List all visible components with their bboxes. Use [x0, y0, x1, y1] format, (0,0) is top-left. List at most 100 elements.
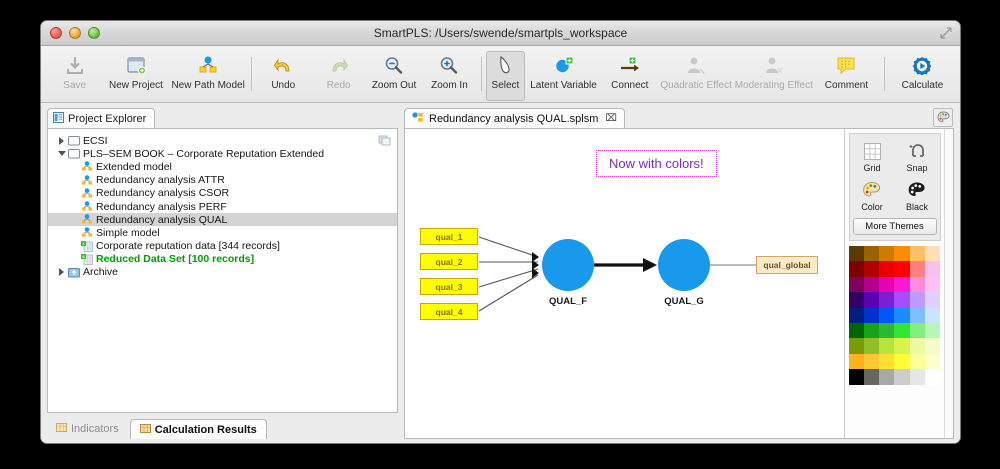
- tree-item-simple-model[interactable]: Simple model: [48, 226, 397, 239]
- palette-swatch-7-3[interactable]: [894, 353, 910, 370]
- zoom-button[interactable]: [88, 27, 100, 39]
- toolbar-button-save[interactable]: Save: [47, 51, 102, 101]
- theme-button-color[interactable]: Color: [850, 177, 895, 214]
- palette-swatch-8-4[interactable]: [909, 369, 926, 385]
- tree-item-redundancy-analysis-perf[interactable]: Redundancy analysis PERF: [48, 200, 397, 213]
- indicator-box-qual-1[interactable]: qual_1: [420, 228, 478, 245]
- palette-swatch-1-3[interactable]: [894, 261, 910, 277]
- palette-swatch-7-0[interactable]: [848, 353, 864, 370]
- tree-item-pls-sem-book-corporate-reputation-extended[interactable]: PLS–SEM BOOK – Corporate Reputation Exte…: [48, 147, 397, 160]
- tree-item-archive[interactable]: Archive: [48, 266, 397, 279]
- palette-swatch-5-3[interactable]: [894, 322, 910, 339]
- toolbar-button-new-project[interactable]: New Project: [102, 51, 169, 101]
- tab-project-explorer[interactable]: Project Explorer: [47, 108, 156, 128]
- chevron-right-icon[interactable]: [56, 268, 67, 277]
- minimize-button[interactable]: [69, 27, 81, 39]
- palette-swatch-3-0[interactable]: [848, 292, 864, 308]
- theme-button-black[interactable]: Black: [895, 177, 940, 214]
- editor-palette-button[interactable]: [933, 108, 953, 127]
- palette-swatch-0-0[interactable]: [848, 246, 864, 262]
- palette-swatch-1-5[interactable]: [925, 261, 941, 277]
- restore-view-icon[interactable]: [378, 133, 391, 151]
- palette-swatch-0-3[interactable]: [894, 246, 910, 262]
- tree-item-reduced-data-set-100-records[interactable]: $Reduced Data Set [100 records]: [48, 253, 397, 266]
- tree-item-redundancy-analysis-csor[interactable]: Redundancy analysis CSOR: [48, 187, 397, 200]
- toolbar-button-latent-variable[interactable]: Latent Variable: [525, 51, 602, 101]
- palette-swatch-3-3[interactable]: [894, 292, 910, 308]
- theme-button-snap[interactable]: Snap: [895, 138, 940, 175]
- indicator-box-qual-4[interactable]: qual_4: [420, 303, 478, 320]
- maximize-grip-icon[interactable]: [940, 27, 952, 39]
- palette-swatch-1-2[interactable]: [879, 261, 895, 277]
- tree-item-corporate-reputation-data-344-records[interactable]: $Corporate reputation data [344 records]: [48, 240, 397, 253]
- palette-swatch-6-3[interactable]: [894, 338, 910, 354]
- tab-indicators[interactable]: Indicators: [47, 419, 128, 439]
- chevron-right-icon[interactable]: [56, 136, 67, 145]
- palette-swatch-8-2[interactable]: [879, 369, 895, 385]
- palette-swatch-8-3[interactable]: [894, 369, 910, 385]
- tree-item-ecsi[interactable]: ECSI: [48, 134, 397, 147]
- palette-swatch-4-5[interactable]: [925, 307, 941, 323]
- editor-vertical-scrollbar[interactable]: [944, 129, 953, 438]
- palette-swatch-2-1[interactable]: [863, 276, 880, 293]
- indicator-box-qual-2[interactable]: qual_2: [420, 253, 478, 270]
- tree-item-extended-model[interactable]: Extended model: [48, 160, 397, 173]
- toolbar-button-calculate[interactable]: Calculate: [889, 51, 956, 101]
- palette-swatch-7-4[interactable]: [909, 353, 926, 370]
- palette-swatch-1-1[interactable]: [863, 261, 880, 277]
- palette-swatch-2-4[interactable]: [909, 276, 926, 293]
- palette-swatch-3-5[interactable]: [925, 292, 941, 308]
- palette-swatch-5-5[interactable]: [925, 322, 941, 339]
- palette-swatch-1-0[interactable]: [848, 261, 864, 277]
- palette-swatch-0-4[interactable]: [909, 246, 926, 262]
- tab-calculation-results[interactable]: Calculation Results: [129, 419, 267, 439]
- palette-swatch-1-4[interactable]: [909, 261, 926, 277]
- palette-swatch-6-2[interactable]: [879, 338, 895, 354]
- model-canvas[interactable]: Now with colors! qual_1 qual_2 qual_3 qu…: [405, 129, 844, 438]
- palette-swatch-8-1[interactable]: [863, 369, 880, 385]
- palette-swatch-2-0[interactable]: [848, 276, 864, 293]
- palette-swatch-3-2[interactable]: [879, 292, 895, 308]
- close-button[interactable]: [50, 27, 62, 39]
- toolbar-button-quadratic-effect[interactable]: Quadratic Effect: [658, 51, 735, 101]
- palette-swatch-0-2[interactable]: [879, 246, 895, 262]
- palette-swatch-0-1[interactable]: [863, 246, 880, 262]
- palette-swatch-2-5[interactable]: [925, 276, 941, 293]
- palette-swatch-5-1[interactable]: [863, 322, 880, 339]
- palette-swatch-4-2[interactable]: [879, 307, 895, 323]
- theme-button-grid-toggle[interactable]: Grid: [850, 138, 895, 175]
- palette-swatch-6-0[interactable]: [848, 338, 864, 354]
- palette-swatch-0-5[interactable]: [925, 246, 941, 262]
- latent-variable-qual-f[interactable]: [542, 239, 594, 291]
- color-palette-grid[interactable]: [848, 246, 941, 385]
- palette-swatch-8-5[interactable]: [925, 369, 941, 385]
- palette-swatch-6-4[interactable]: [909, 338, 926, 354]
- palette-swatch-2-2[interactable]: [879, 276, 895, 293]
- toolbar-button-zoom-in[interactable]: Zoom In: [422, 51, 477, 101]
- palette-swatch-7-1[interactable]: [863, 353, 880, 370]
- more-themes-button[interactable]: More Themes: [852, 218, 937, 235]
- palette-swatch-5-4[interactable]: [909, 322, 926, 339]
- palette-swatch-4-3[interactable]: [894, 307, 910, 323]
- palette-swatch-4-4[interactable]: [909, 307, 926, 323]
- comment-annotation[interactable]: Now with colors!: [596, 150, 717, 177]
- indicator-box-qual-3[interactable]: qual_3: [420, 278, 478, 295]
- palette-swatch-3-4[interactable]: [909, 292, 926, 308]
- palette-swatch-6-1[interactable]: [863, 338, 880, 354]
- toolbar-button-moderating-effect[interactable]: Moderating Effect: [735, 51, 813, 101]
- palette-swatch-7-5[interactable]: [925, 353, 941, 370]
- palette-swatch-2-3[interactable]: [894, 276, 910, 293]
- palette-swatch-7-2[interactable]: [879, 353, 895, 370]
- palette-swatch-5-2[interactable]: [879, 322, 895, 339]
- latent-variable-qual-g[interactable]: [658, 239, 710, 291]
- tab-redundancy-analysis-qual[interactable]: Redundancy analysis QUAL.splsm ⌧: [404, 108, 625, 128]
- toolbar-button-redo[interactable]: Redo: [311, 51, 366, 101]
- toolbar-button-comment[interactable]: Comment: [813, 51, 880, 101]
- chevron-down-icon[interactable]: [56, 151, 67, 157]
- palette-swatch-3-1[interactable]: [863, 292, 880, 308]
- close-icon[interactable]: ⌧: [605, 113, 617, 124]
- palette-swatch-6-5[interactable]: [925, 338, 941, 354]
- toolbar-button-select[interactable]: Select: [485, 51, 525, 101]
- toolbar-button-undo[interactable]: Undo: [256, 51, 311, 101]
